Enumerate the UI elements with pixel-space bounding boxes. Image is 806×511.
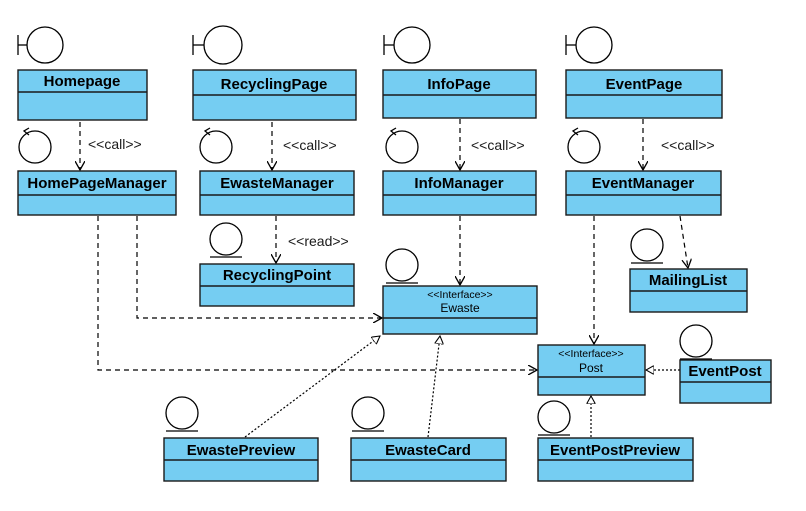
call-label: <<call>> (661, 137, 715, 153)
boundary-icon (383, 26, 431, 64)
class-recycling-page[interactable]: RecyclingPage (192, 69, 357, 121)
class-info-page[interactable]: InfoPage (382, 69, 537, 119)
interface-stereotype: <<Interface>> (427, 289, 492, 301)
class-name: InfoPage (427, 76, 490, 93)
class-ewaste-preview[interactable]: EwastePreview (163, 437, 319, 482)
class-name: Homepage (44, 73, 121, 90)
class-recycling-point[interactable]: RecyclingPoint (199, 263, 355, 307)
call-label: <<call>> (88, 136, 142, 152)
control-icon (567, 127, 601, 164)
class-name: MailingList (649, 272, 727, 289)
class-homepage[interactable]: Homepage (17, 69, 148, 121)
entity-icon (385, 248, 419, 284)
interface-name: Ewaste (440, 301, 480, 315)
entity-icon (209, 222, 243, 258)
realization-edge (427, 336, 440, 438)
class-name: EventPage (606, 76, 683, 93)
class-event-manager[interactable]: EventManager (565, 170, 722, 216)
class-info-manager[interactable]: InfoManager (382, 170, 537, 216)
class-name: RecyclingPage (221, 76, 328, 93)
boundary-icon (17, 26, 64, 64)
control-icon (18, 127, 52, 164)
dependency-edge (97, 216, 537, 370)
call-label: <<call>> (283, 137, 337, 153)
class-mailing-list[interactable]: MailingList (629, 268, 748, 313)
class-name: HomePageManager (27, 175, 166, 192)
interface-name: Post (579, 361, 604, 375)
class-ewaste-manager[interactable]: EwasteManager (199, 170, 355, 216)
interface-post[interactable]: <<Interface>> Post (537, 344, 646, 396)
class-homepage-manager[interactable]: HomePageManager (17, 170, 177, 216)
dependency-edge (136, 216, 382, 318)
class-event-post-preview[interactable]: EventPostPreview (537, 437, 694, 482)
entity-icon (351, 396, 385, 432)
entity-icon (630, 228, 664, 264)
class-name: RecyclingPoint (223, 267, 331, 284)
interface-stereotype: <<Interface>> (558, 348, 623, 360)
read-label: <<read>> (288, 233, 349, 249)
class-name: EventManager (592, 175, 695, 192)
class-name: EwasteCard (385, 442, 471, 459)
class-name: InfoManager (414, 175, 503, 192)
interface-ewaste[interactable]: <<Interface>> Ewaste (382, 285, 538, 335)
entity-icon (537, 400, 571, 436)
entity-icon (679, 324, 713, 360)
class-event-page[interactable]: EventPage (565, 69, 723, 119)
class-name: EwastePreview (187, 442, 296, 459)
class-name: EwasteManager (220, 175, 334, 192)
class-name: EventPost (688, 363, 761, 380)
dependency-edge (679, 215, 688, 268)
class-event-post[interactable]: EventPost (679, 359, 772, 404)
entity-icon (165, 396, 199, 432)
control-icon (385, 127, 419, 164)
class-ewaste-card[interactable]: EwasteCard (350, 437, 507, 482)
class-name: EventPostPreview (550, 442, 680, 459)
control-icon (199, 127, 233, 164)
call-label: <<call>> (471, 137, 525, 153)
boundary-icon (192, 25, 243, 65)
realization-edge (244, 336, 380, 438)
boundary-icon (565, 26, 613, 64)
